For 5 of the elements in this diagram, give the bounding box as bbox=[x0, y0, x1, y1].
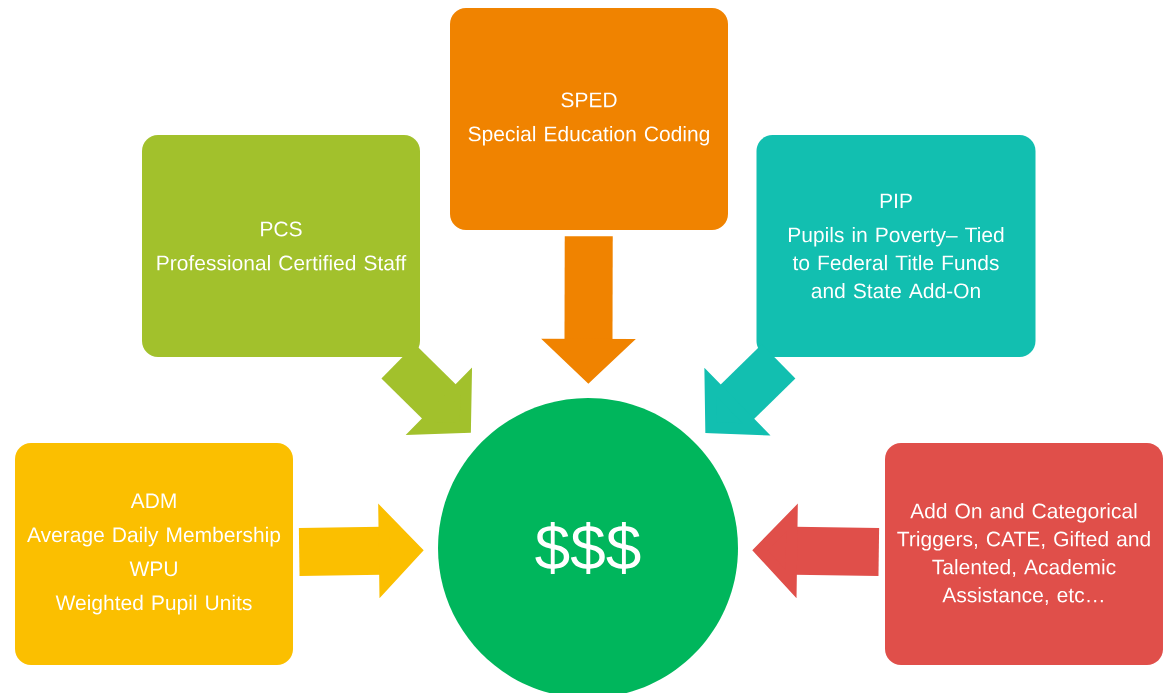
category-box: PIP Pupils in Poverty– Tied to Federal Title Funds and State Add-On bbox=[756, 135, 1036, 357]
category-box: PCS Professional Certified Staff bbox=[142, 135, 420, 357]
category-box: SPED Special Education Coding bbox=[450, 8, 728, 230]
category-box: ADM Average Daily Membership WPU Weighted Pupil Units bbox=[15, 443, 293, 665]
category-box: Add On and Categorical Triggers, CATE, Gifted and Talented, Academic Assistance, etc… bbox=[885, 443, 1163, 665]
